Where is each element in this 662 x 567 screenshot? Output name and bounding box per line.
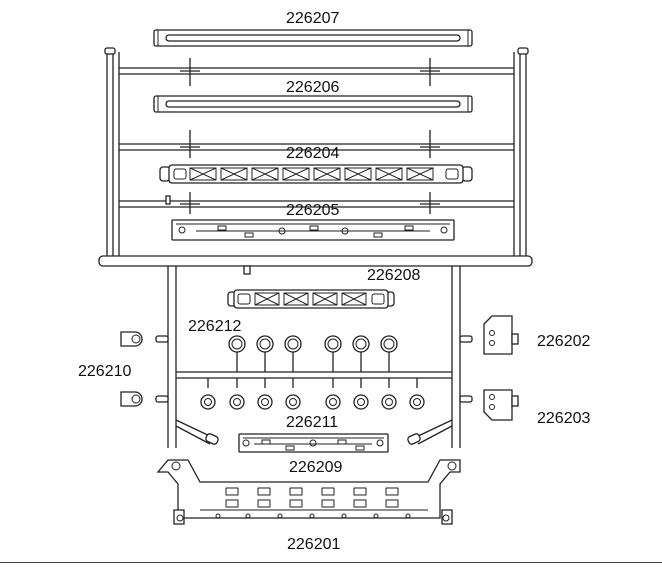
part-226202	[483, 315, 519, 355]
bottom-divider	[0, 562, 662, 563]
label-226202: 226202	[537, 333, 590, 350]
label-226211: 226211	[286, 414, 338, 431]
part-226211	[200, 378, 425, 410]
part-226201	[156, 459, 461, 525]
part-226207	[153, 29, 473, 47]
part-226212	[228, 335, 398, 372]
part-226203	[483, 389, 519, 421]
lower-sprue-frame	[155, 265, 473, 448]
label-226207: 226207	[286, 10, 339, 27]
label-226204: 226204	[286, 145, 339, 162]
part-226209	[238, 433, 389, 453]
label-226212: 226212	[188, 318, 241, 335]
label-226205: 226205	[286, 202, 339, 219]
label-226206: 226206	[286, 79, 339, 96]
part-226208	[227, 289, 395, 309]
part-226205	[171, 219, 455, 241]
label-226209: 226209	[289, 459, 342, 476]
part-226204	[159, 164, 473, 184]
label-226203: 226203	[537, 410, 590, 427]
label-226210: 226210	[78, 363, 131, 380]
label-226201: 226201	[287, 536, 340, 553]
upper-sprue-frame	[98, 47, 533, 267]
part-226210	[120, 331, 143, 407]
part-226206	[153, 95, 473, 113]
label-226208: 226208	[367, 267, 420, 284]
